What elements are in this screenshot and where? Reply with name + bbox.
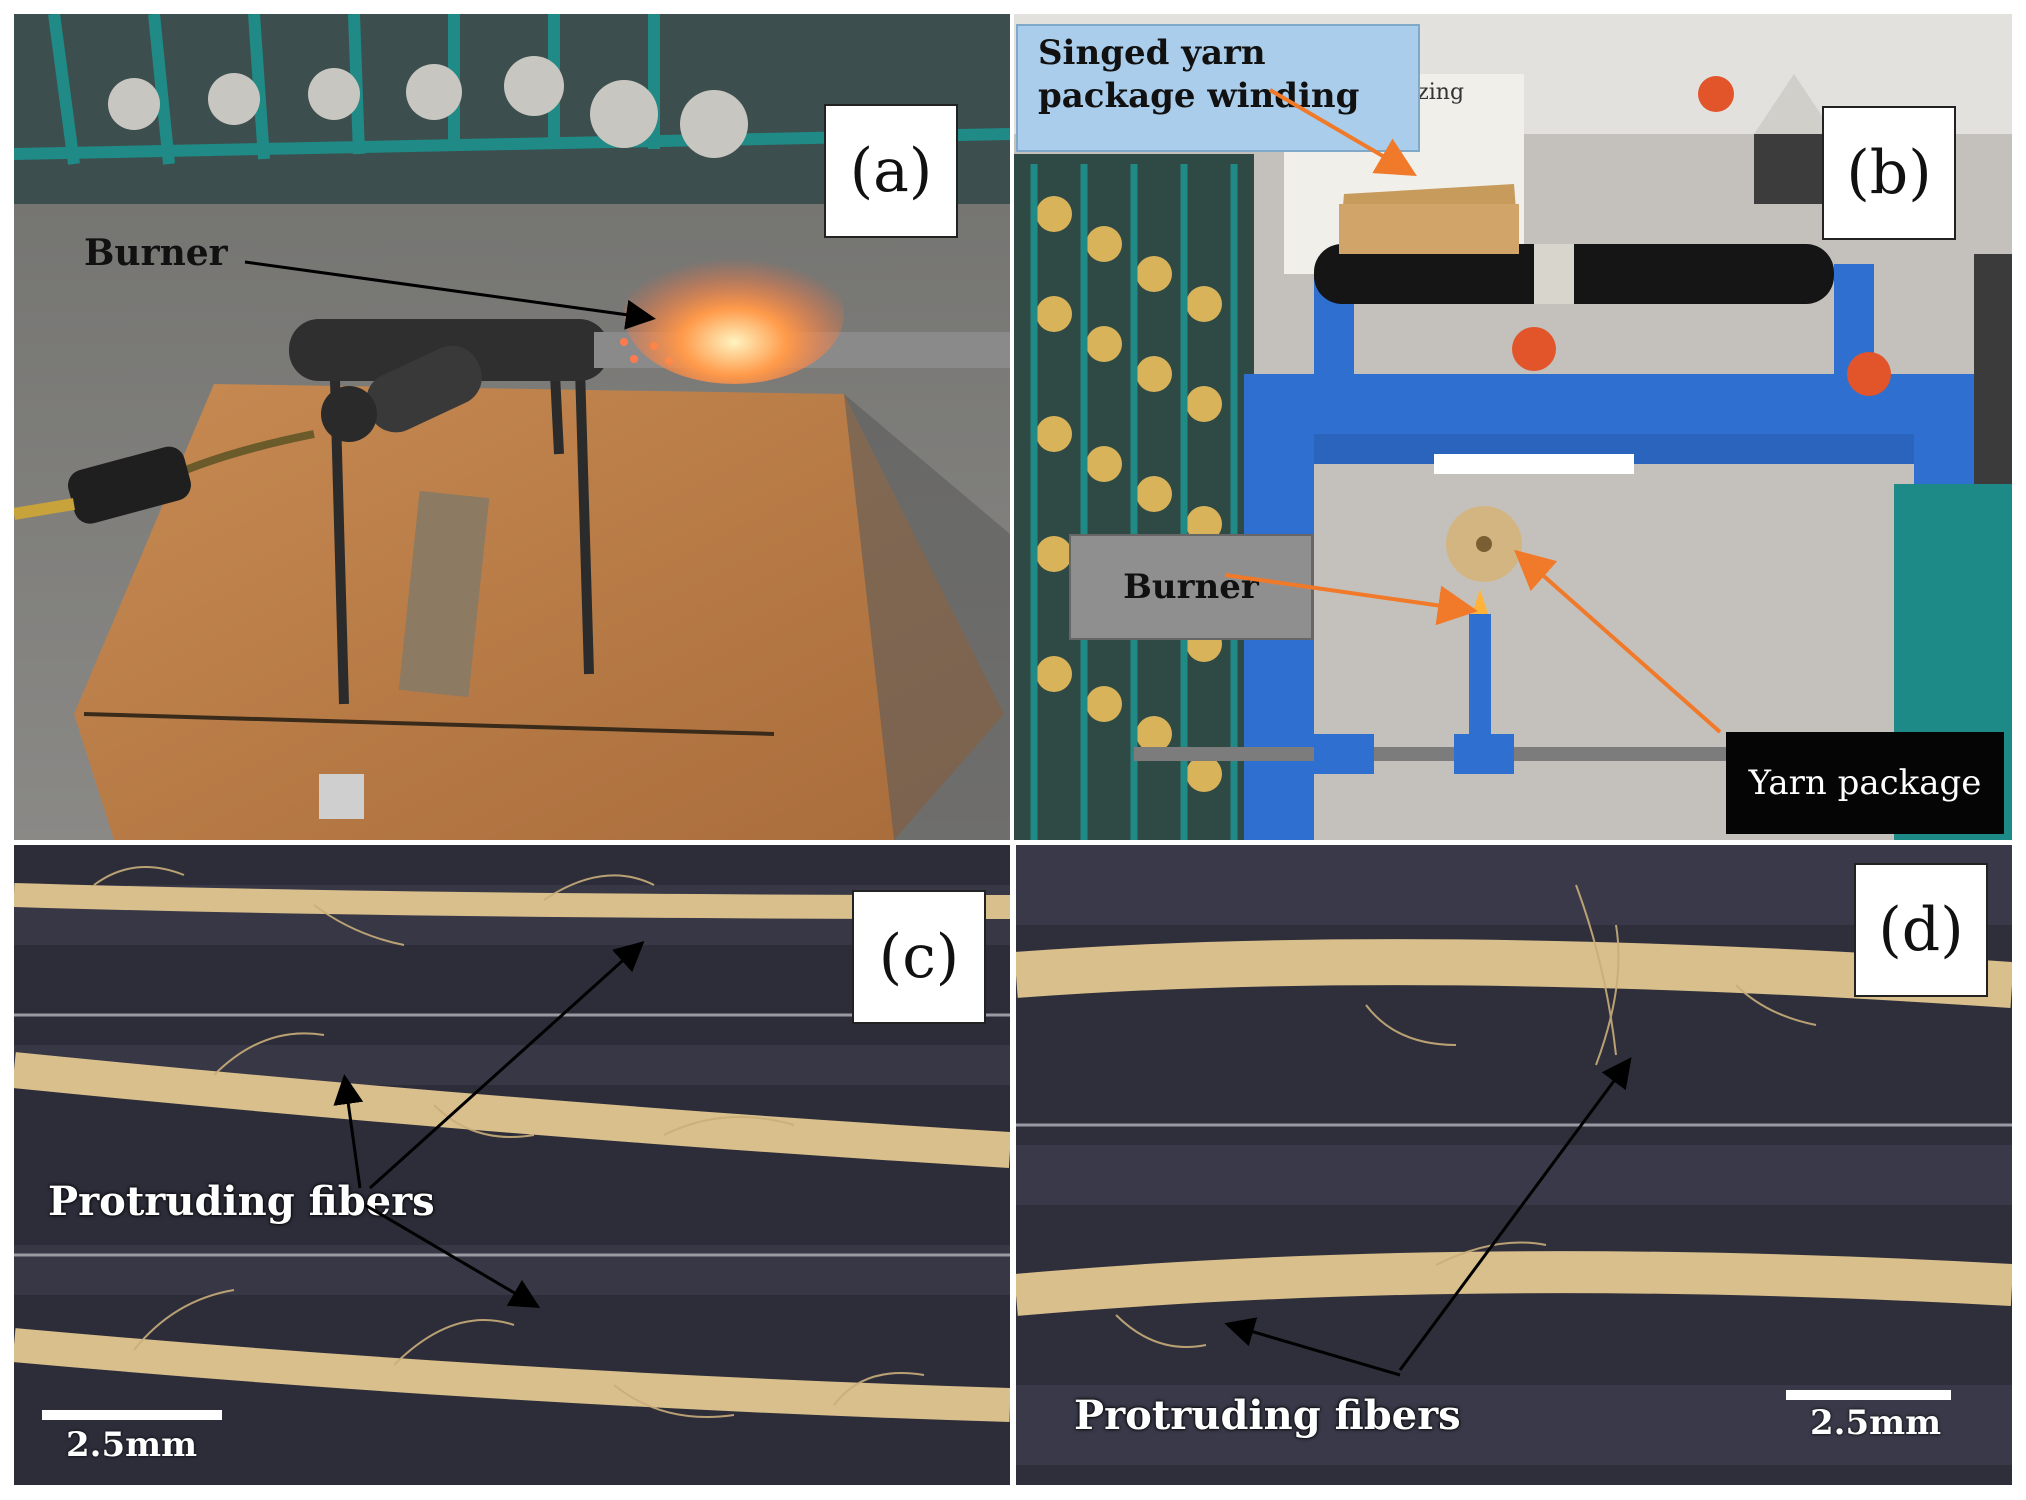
panel-d-scalebar-label: 2.5mm: [1810, 1403, 1942, 1443]
panel-d: (d) Protruding fibers 2.5mm: [1016, 845, 2012, 1485]
panel-c-scalebar-label: 2.5mm: [66, 1425, 198, 1465]
panel-c-label: (c): [852, 890, 986, 1024]
panel-c-protruding-callout: Protruding fibers: [48, 1178, 435, 1225]
panel-c: (c) Protruding fibers 2.5mm: [14, 845, 1010, 1485]
panel-b-singed-callout: Singed yarn package winding: [1016, 24, 1420, 152]
panel-a: (a) Burner: [14, 14, 1010, 840]
panel-a-burner-callout: Burner: [84, 232, 228, 274]
panel-b: d Sizing: [1014, 14, 2012, 840]
panel-b-burner-callout: Burner: [1069, 534, 1313, 640]
panel-d-label: (d): [1854, 863, 1988, 997]
panel-a-label: (a): [824, 104, 958, 238]
panel-b-label: (b): [1822, 106, 1956, 240]
panel-b-yarn-package-callout: Yarn package: [1726, 732, 2004, 834]
panel-d-protruding-callout: Protruding fibers: [1074, 1392, 1461, 1439]
